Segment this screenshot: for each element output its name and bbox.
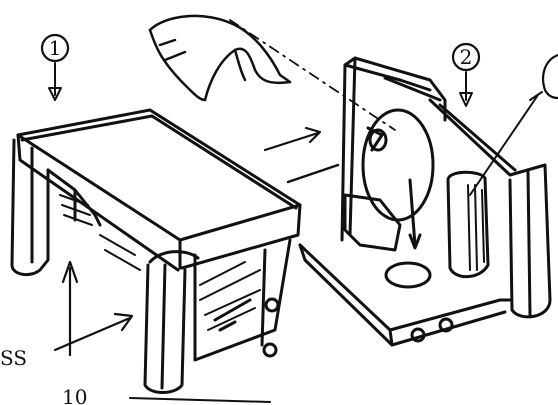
arrow-diagonal-lower	[55, 314, 132, 350]
label-1-text: 1	[49, 36, 62, 60]
hood-sketch	[150, 16, 290, 100]
bottom-line	[130, 398, 270, 402]
construction-line	[230, 20, 395, 130]
left-edge-text: SS	[0, 346, 27, 370]
label-2-callout: 2	[453, 44, 479, 106]
arrow-table-to-apparatus	[288, 165, 338, 182]
label-1-callout: 1	[42, 35, 68, 100]
apparatus-sketch	[300, 58, 550, 345]
label-3-partial	[530, 55, 558, 100]
arrow-hood-to-apparatus	[265, 128, 320, 150]
label-2-text: 2	[460, 45, 473, 69]
bottom-edge-text: 10	[62, 385, 87, 405]
